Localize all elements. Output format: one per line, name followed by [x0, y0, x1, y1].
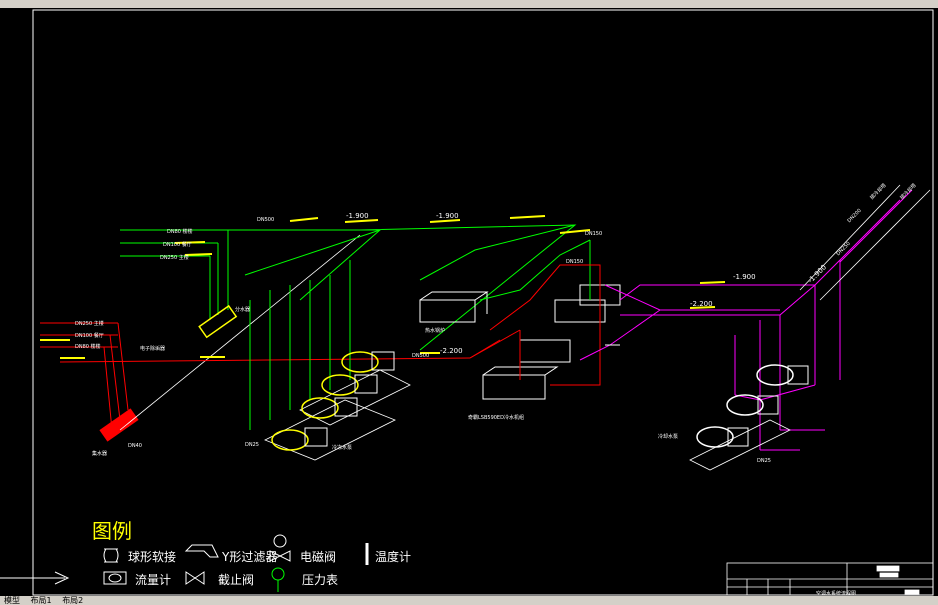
boiler-label: 热水锅炉: [425, 328, 446, 334]
distributor-vessel: [198, 304, 238, 339]
collector-label: 集水器: [92, 451, 108, 457]
chilled-pumps-label: 冷冻水泵: [332, 445, 353, 451]
cad-toolbar[interactable]: [0, 0, 938, 8]
chilled-pumps: [271, 351, 395, 451]
flow-markers: [40, 215, 726, 359]
legend-item-y-strainer: Y形过滤器: [222, 550, 278, 564]
pipe-label: DN150: [566, 259, 584, 265]
chiller-units: [482, 284, 621, 400]
title-block-caption: 空调水系统流程图: [816, 591, 857, 597]
level-label: -2.200: [690, 300, 713, 308]
tab-layout1[interactable]: 布局1: [30, 596, 52, 605]
pipe-label: DN25: [757, 458, 771, 464]
tab-model[interactable]: 模型: [4, 596, 20, 605]
level-label: -1.900: [346, 212, 369, 220]
cooling-pumps: [696, 364, 809, 448]
distributor-group: [119, 229, 361, 431]
legend-item-solenoid-valve: 电磁阀: [300, 550, 337, 564]
chiller-piping: [419, 224, 662, 386]
legend-item-thermometer: 温度计: [375, 550, 412, 564]
pipe-label: DN500: [257, 217, 275, 223]
legend-title: 图例: [92, 519, 132, 543]
cooling-tower-lines: [799, 184, 931, 301]
level-label: -1.900: [436, 212, 459, 220]
pipe-label: DN25: [245, 442, 259, 448]
distributor-label: 分水器: [235, 307, 251, 313]
cooling-water-piping: [619, 260, 841, 471]
drawing-frame: [32, 9, 934, 596]
title-block: [726, 562, 934, 596]
pipe-label: DN250 主楼: [75, 321, 104, 327]
chiller-label: 奇霸LSB590ED冷水机组: [468, 415, 524, 421]
tab-layout2[interactable]: 布局2: [62, 596, 84, 605]
legend-item-stop-valve: 截止阀: [218, 573, 255, 587]
legend-item-pressure-gauge: 压力表: [302, 573, 339, 587]
pipe-label: DN40: [128, 443, 142, 449]
level-label: -1.900: [733, 273, 756, 281]
cooling-pumps-label: 冷却水泵: [658, 434, 679, 440]
pipe-label: DN500: [412, 353, 430, 359]
level-label: -2.200: [440, 347, 463, 355]
pipe-label: DN80 楼楼: [167, 229, 193, 235]
pipe-label: DN100 餐厅: [75, 333, 104, 339]
boiler-unit: [419, 291, 489, 323]
collector-vessel: [99, 408, 139, 442]
pipe-label: DN250 主楼: [160, 255, 189, 261]
legend-item-flow-meter: 流量计: [135, 573, 172, 587]
pipe-label: DN80 楼楼: [75, 344, 101, 350]
chilled-pump-piping: [228, 224, 577, 461]
legend-symbols: [0, 534, 369, 592]
layout-tabs[interactable]: 模型 布局1 布局2: [0, 596, 938, 605]
pipe-label: DN100 餐厅: [163, 242, 192, 248]
descaler-label: 电子除垢器: [140, 346, 166, 352]
legend-item-flexible-joint: 球形软接: [128, 550, 177, 564]
collector-group: [40, 322, 139, 442]
pipe-label: DN150: [585, 231, 603, 237]
